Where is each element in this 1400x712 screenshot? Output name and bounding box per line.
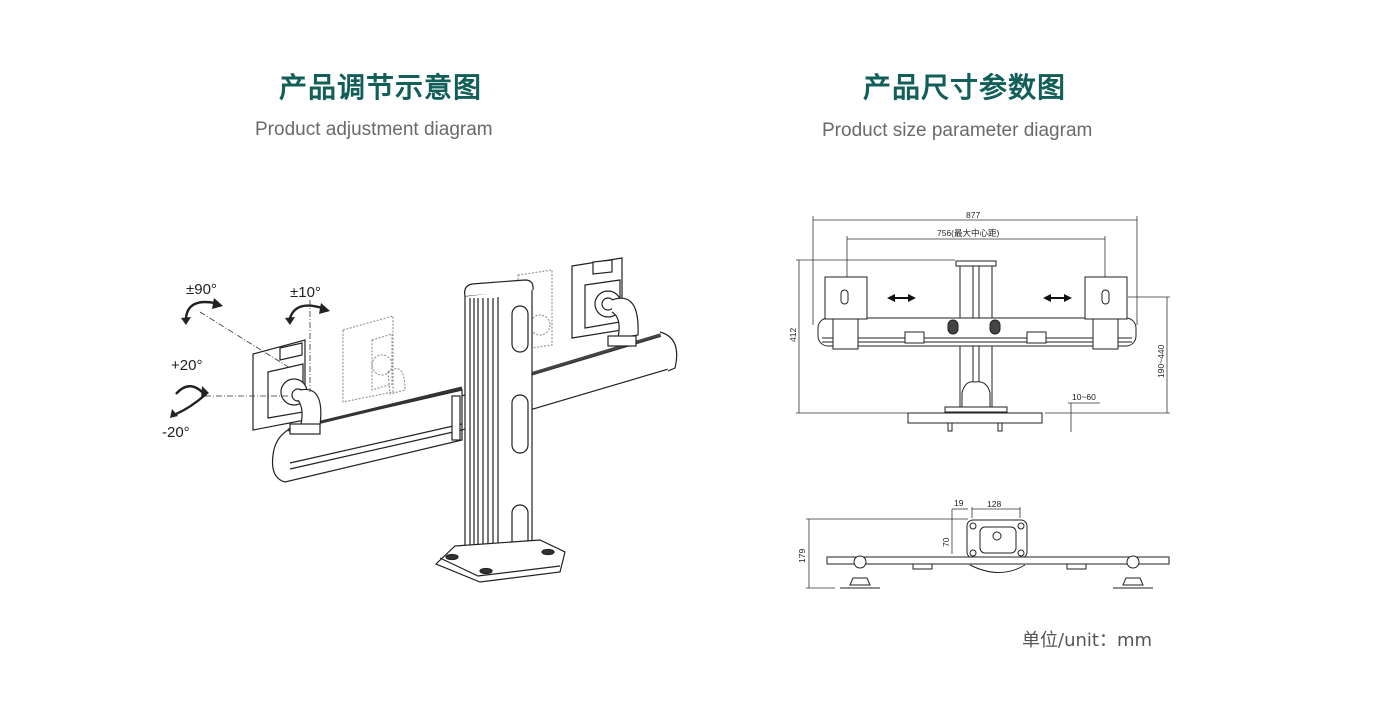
offset-label: 19 [954,498,964,508]
right-monitor-mount [571,257,639,347]
depth-label: 179 [797,549,807,563]
overall-width-label: 877 [966,210,980,220]
top-view [806,507,1021,589]
left-monitor-mount [252,339,322,435]
rotate-down-angle-label: -20° [162,424,190,441]
rotate-up-angle-label: +20° [171,357,202,374]
size-diagram-subtitle: Product size parameter diagram [822,120,1093,141]
arm-height-range-label: 190~440 [1156,344,1166,378]
slide-arrows [887,294,1072,302]
clamp-thickness-label: 10~60 [1072,392,1096,402]
swivel-angle-label: ±90° [186,281,217,298]
unit-label: 单位/unit：mm [1022,630,1153,651]
tilt-angle-label: ±10° [290,284,321,301]
max-center-distance-label: 756(最大中心距) [937,228,1000,238]
adjustment-diagram-subtitle: Product adjustment diagram [255,119,493,140]
adjustment-diagram-title: 产品调节示意图 [279,71,483,104]
height-label: 412 [788,328,798,342]
plate-height-label: 70 [941,537,951,547]
swivel-arrow-icon [184,300,216,319]
tilt-arrow-icon [288,304,323,319]
size-diagram-title: 产品尺寸参数图 [863,71,1067,104]
plate-width-label: 128 [987,499,1001,509]
front-view [796,216,1170,432]
